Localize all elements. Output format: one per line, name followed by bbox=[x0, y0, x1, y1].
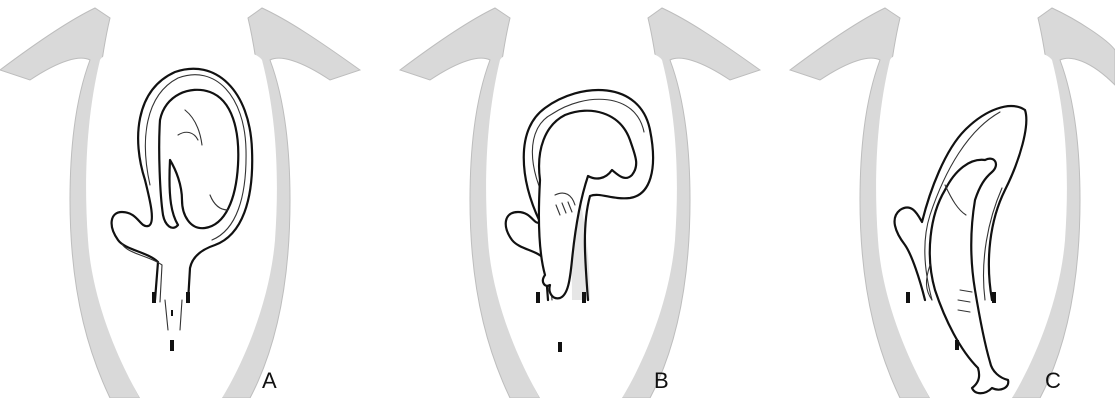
panel-a: A bbox=[0, 8, 360, 398]
genital-marker-b-left bbox=[536, 292, 540, 303]
panel-label-c: C bbox=[1045, 368, 1061, 393]
anal-marker-c bbox=[955, 340, 959, 350]
panel-label-a: A bbox=[262, 368, 277, 393]
genital-marker-a-right bbox=[186, 292, 190, 303]
genital-marker-a-left bbox=[152, 292, 156, 303]
genital-marker-b-right bbox=[582, 292, 586, 303]
anal-marker-a bbox=[170, 340, 174, 351]
panel-b: B bbox=[400, 8, 760, 398]
calf-a bbox=[159, 90, 238, 228]
small-marker-a bbox=[171, 310, 173, 316]
panel-label-b: B bbox=[654, 368, 669, 393]
panel-c: C bbox=[790, 8, 1115, 398]
genital-marker-c-right bbox=[992, 292, 996, 303]
anal-marker-b bbox=[558, 342, 562, 352]
genital-marker-c-left bbox=[906, 292, 910, 303]
